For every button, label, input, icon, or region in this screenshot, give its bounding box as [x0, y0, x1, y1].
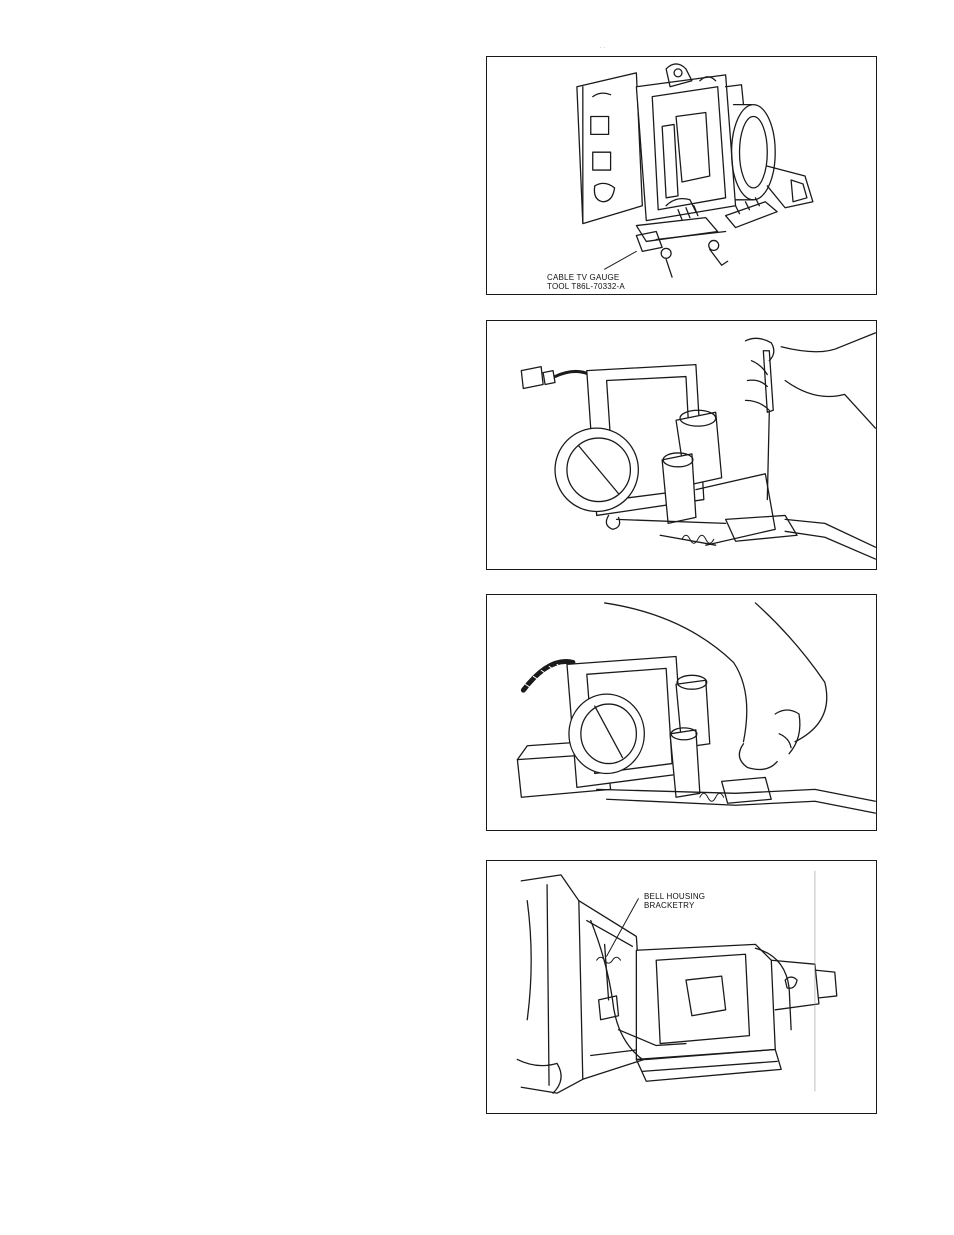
figure-throttle-body-gauge-tool: CABLE TV GAUGE TOOL T86L-70332-A	[486, 56, 877, 295]
gauge-tool-callout: CABLE TV GAUGE TOOL T86L-70332-A	[547, 273, 625, 291]
figure-throttle-body-hand-adjust	[486, 594, 877, 831]
scan-mark: . .	[600, 44, 605, 50]
hand-adjustment-illustration	[487, 595, 876, 830]
figure-throttle-body-screwdriver	[486, 320, 877, 570]
figure-transmission-bell-housing: BELL HOUSING BRACKETRY	[486, 860, 877, 1114]
callout-line: TOOL T86L-70332-A	[547, 282, 625, 291]
callout-line: CABLE TV GAUGE	[547, 273, 625, 282]
throttle-body-illustration	[487, 57, 876, 294]
callout-line: BRACKETRY	[644, 901, 705, 910]
callout-line: BELL HOUSING	[644, 892, 705, 901]
bell-housing-callout: BELL HOUSING BRACKETRY	[644, 892, 705, 910]
screwdriver-adjustment-illustration	[487, 321, 876, 569]
